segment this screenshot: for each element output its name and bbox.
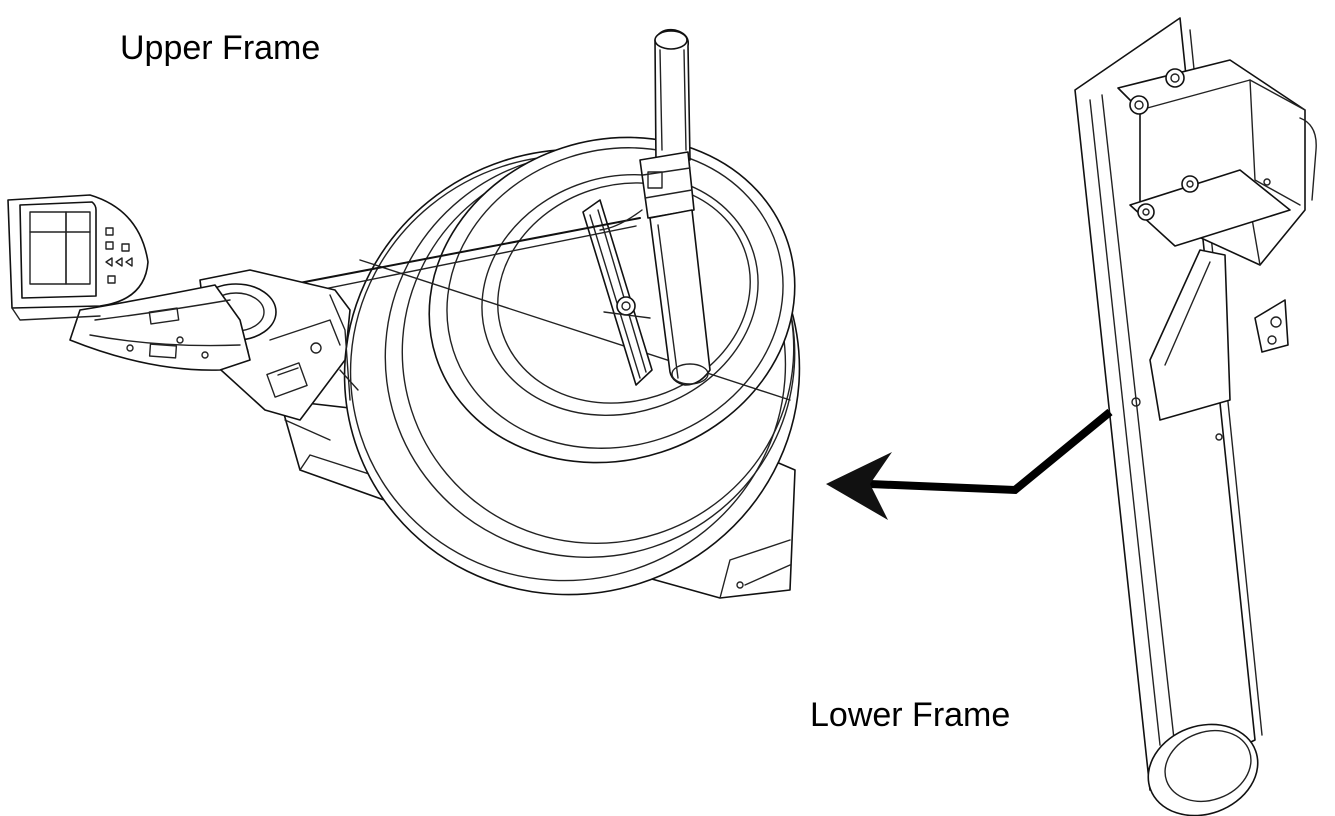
rail-support-brace (1149, 249, 1289, 421)
monitor-arm (69, 284, 251, 371)
rail-mount-bracket (1117, 59, 1317, 266)
arrow-head-icon (826, 452, 892, 520)
lower-frame-drawing (1074, 17, 1317, 816)
handle (639, 28, 711, 386)
lower-frame-label: Lower Frame (810, 696, 1011, 734)
upper-frame-drawing (7, 28, 801, 599)
upper-frame-label: Upper Frame (120, 29, 321, 67)
assembly-arrow (826, 408, 1113, 520)
performance-monitor (7, 194, 149, 321)
damper-lever (582, 199, 653, 386)
